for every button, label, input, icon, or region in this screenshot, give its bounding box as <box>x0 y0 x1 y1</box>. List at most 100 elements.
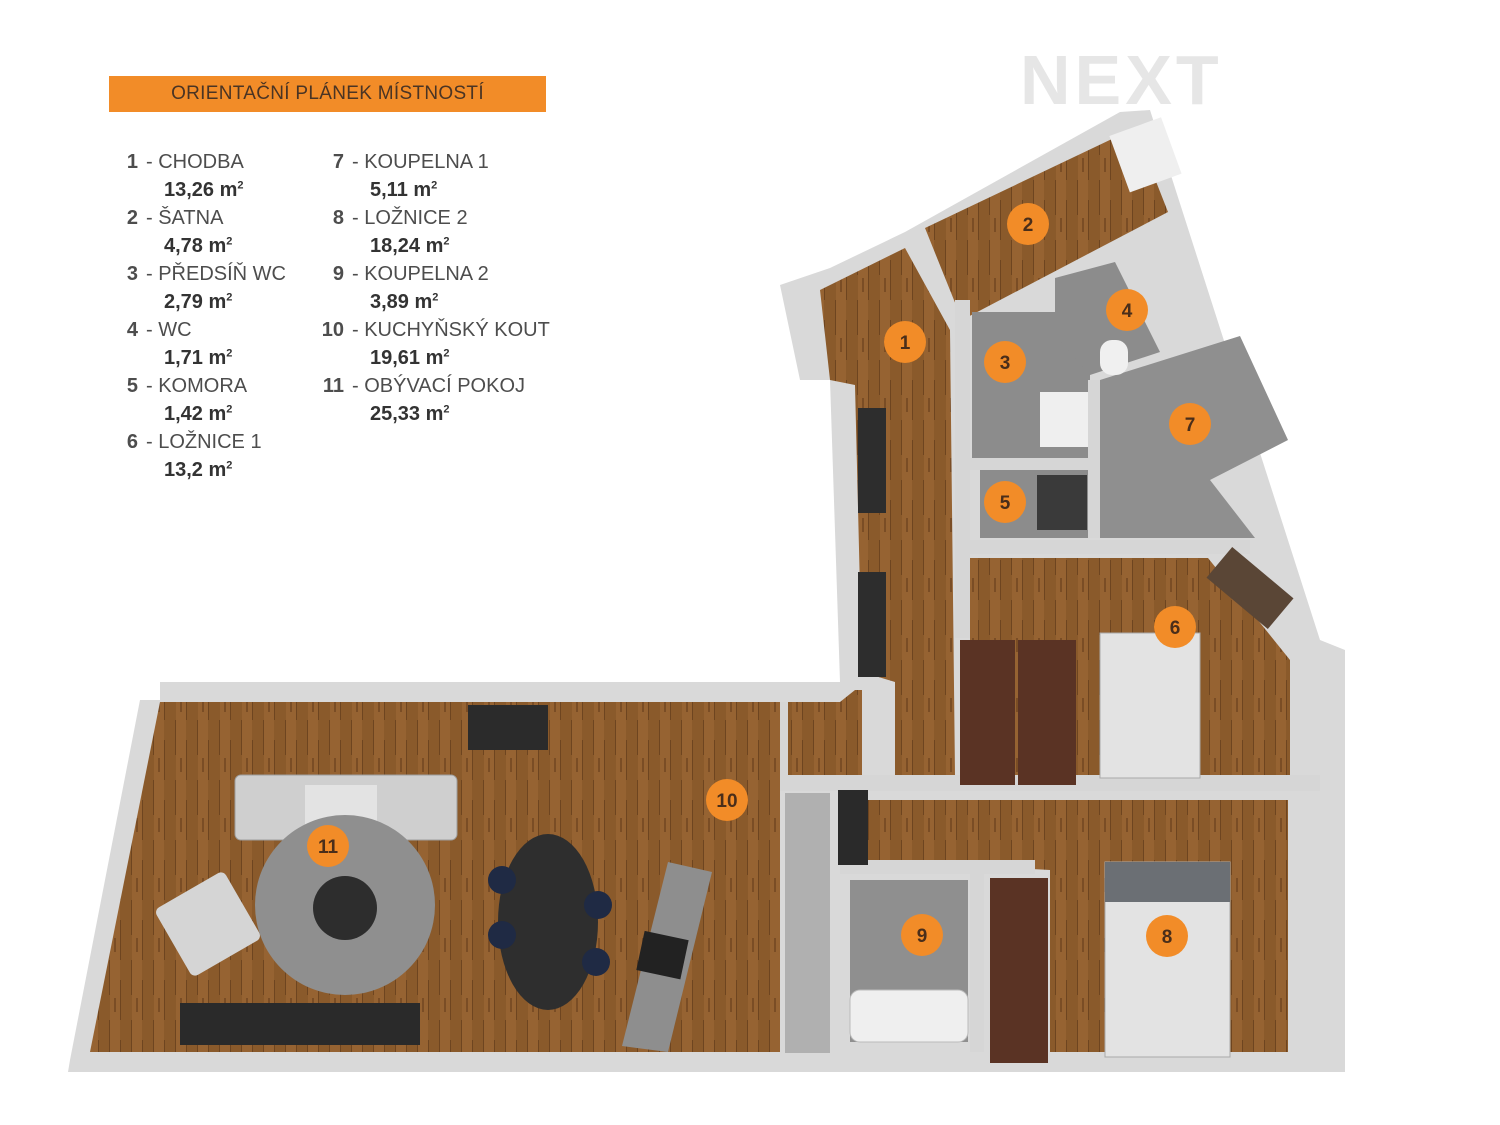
legend-area-value: 5,11 m <box>370 179 432 201</box>
legend-area-unit: 2 <box>432 291 439 304</box>
legend-number: 6 <box>126 431 138 453</box>
desk <box>1206 546 1294 630</box>
room-badge-circle <box>1169 403 1211 445</box>
legend-room-area: 4,78 m2 <box>164 235 232 258</box>
room-badge-circle <box>884 321 926 363</box>
chair <box>488 921 516 949</box>
room-badge-circle <box>1106 289 1148 331</box>
room-badge-circle <box>984 481 1026 523</box>
room-badge-number: 10 <box>716 791 737 812</box>
sink-vanity <box>1040 392 1088 447</box>
legend-room-name: - KOMORA <box>146 375 248 397</box>
legend-area-value: 1,42 m <box>164 403 227 425</box>
washer <box>1037 475 1087 530</box>
chair <box>582 948 610 976</box>
legend-room-area: 2,79 m2 <box>164 291 232 314</box>
logo-text: NEXT <box>1020 41 1223 118</box>
room-badge-number: 11 <box>318 837 339 858</box>
legend-number: 3 <box>126 263 138 285</box>
legend-area-value: 19,61 m <box>370 347 444 369</box>
legend-area-value: 4,78 m <box>164 235 227 257</box>
room-badge-number: 8 <box>1162 927 1173 948</box>
legend-room-area: 3,89 m2 <box>370 291 438 314</box>
bathtub <box>849 989 969 1043</box>
dining-table <box>498 834 598 1010</box>
wardrobe <box>960 640 1015 785</box>
legend-area-unit: 2 <box>443 403 450 416</box>
room-badge-circle <box>901 914 943 956</box>
legend-number: 7 <box>332 151 344 173</box>
legend-area-unit: 2 <box>226 347 233 360</box>
room-badge-circle <box>984 341 1026 383</box>
tv-stand <box>180 1003 420 1045</box>
room-badge-circle <box>1146 915 1188 957</box>
bed-1 <box>1099 632 1201 779</box>
room-badge-circle <box>307 825 349 867</box>
tv-cabinet <box>468 705 548 750</box>
room-1-floor <box>820 248 955 775</box>
room-badge-number: 7 <box>1185 415 1196 436</box>
fridge-unit <box>838 790 868 865</box>
legend-room-name: - LOŽNICE 1 <box>146 431 262 453</box>
cooktop <box>636 930 689 980</box>
legend-area-unit: 2 <box>443 347 450 360</box>
legend-area-unit: 2 <box>237 179 244 192</box>
legend-room-area: 19,61 m2 <box>370 347 450 370</box>
legend-number: 2 <box>126 207 138 229</box>
room-badge-circle <box>1154 606 1196 648</box>
legend-room-area: 1,42 m2 <box>164 403 232 426</box>
legend-number: 1 <box>126 151 138 173</box>
legend-number: 5 <box>126 375 138 397</box>
legend-room-area: 25,33 m2 <box>370 403 450 426</box>
legend-room-name: - ŠATNA <box>146 207 224 229</box>
legend-room-name: - KOUPELNA 2 <box>352 263 489 285</box>
legend-area-unit: 2 <box>226 403 233 416</box>
legend-area-value: 13,26 m <box>164 179 238 201</box>
legend-area-unit: 2 <box>226 459 233 472</box>
legend-number: 8 <box>332 207 344 229</box>
legend-room-area: 13,26 m2 <box>164 179 244 202</box>
coffee-table <box>313 876 377 940</box>
toilet <box>1100 340 1128 375</box>
room-badge-number: 3 <box>1000 353 1011 374</box>
legend-room-area: 1,71 m2 <box>164 347 232 370</box>
legend-area-value: 25,33 m <box>370 403 444 425</box>
appliance <box>1109 117 1182 193</box>
room-badge-number: 5 <box>1000 493 1011 514</box>
legend-area-value: 3,89 m <box>370 291 433 313</box>
chair <box>488 866 516 894</box>
legend-area-value: 1,71 m <box>164 347 227 369</box>
next-logo: NEXT <box>1020 41 1223 118</box>
legend-room-name: - LOŽNICE 2 <box>352 207 468 229</box>
legend-room-name: - OBÝVACÍ POKOJ <box>352 375 525 397</box>
legend-room-name: - PŘEDSÍŇ WC <box>146 263 286 285</box>
bed-2-blanket <box>1105 862 1230 902</box>
room-badge-number: 1 <box>900 333 911 354</box>
chair <box>584 891 612 919</box>
wardrobe <box>990 878 1048 1063</box>
legend-area-value: 13,2 m <box>164 459 227 481</box>
legend-area-value: 18,24 m <box>370 235 444 257</box>
legend-area-value: 2,79 m <box>164 291 227 313</box>
legend-room-area: 13,2 m2 <box>164 459 232 482</box>
legend-room-name: - CHODBA <box>146 151 244 173</box>
legend-area-unit: 2 <box>431 179 438 192</box>
legend-number: 10 <box>321 319 344 341</box>
legend-number: 4 <box>126 319 138 341</box>
legend-room-name: - KUCHYŇSKÝ KOUT <box>352 319 550 341</box>
plan-title: ORIENTAČNÍ PLÁNEK MÍSTNOSTÍ <box>109 76 546 112</box>
room-4-floor <box>1055 262 1160 375</box>
shelf-unit <box>858 572 886 677</box>
legend-number: 11 <box>322 375 344 397</box>
legend-area-unit: 2 <box>226 235 233 248</box>
shelf-unit <box>858 408 886 513</box>
room-badge-number: 4 <box>1122 301 1133 322</box>
room-badge-number: 2 <box>1023 215 1034 236</box>
room-badge-circle <box>706 779 748 821</box>
legend-area-unit: 2 <box>226 291 233 304</box>
legend-area-unit: 2 <box>443 235 450 248</box>
legend-room-name: - WC <box>146 319 192 341</box>
room-badge-circle <box>1007 203 1049 245</box>
wardrobe <box>1018 640 1076 785</box>
